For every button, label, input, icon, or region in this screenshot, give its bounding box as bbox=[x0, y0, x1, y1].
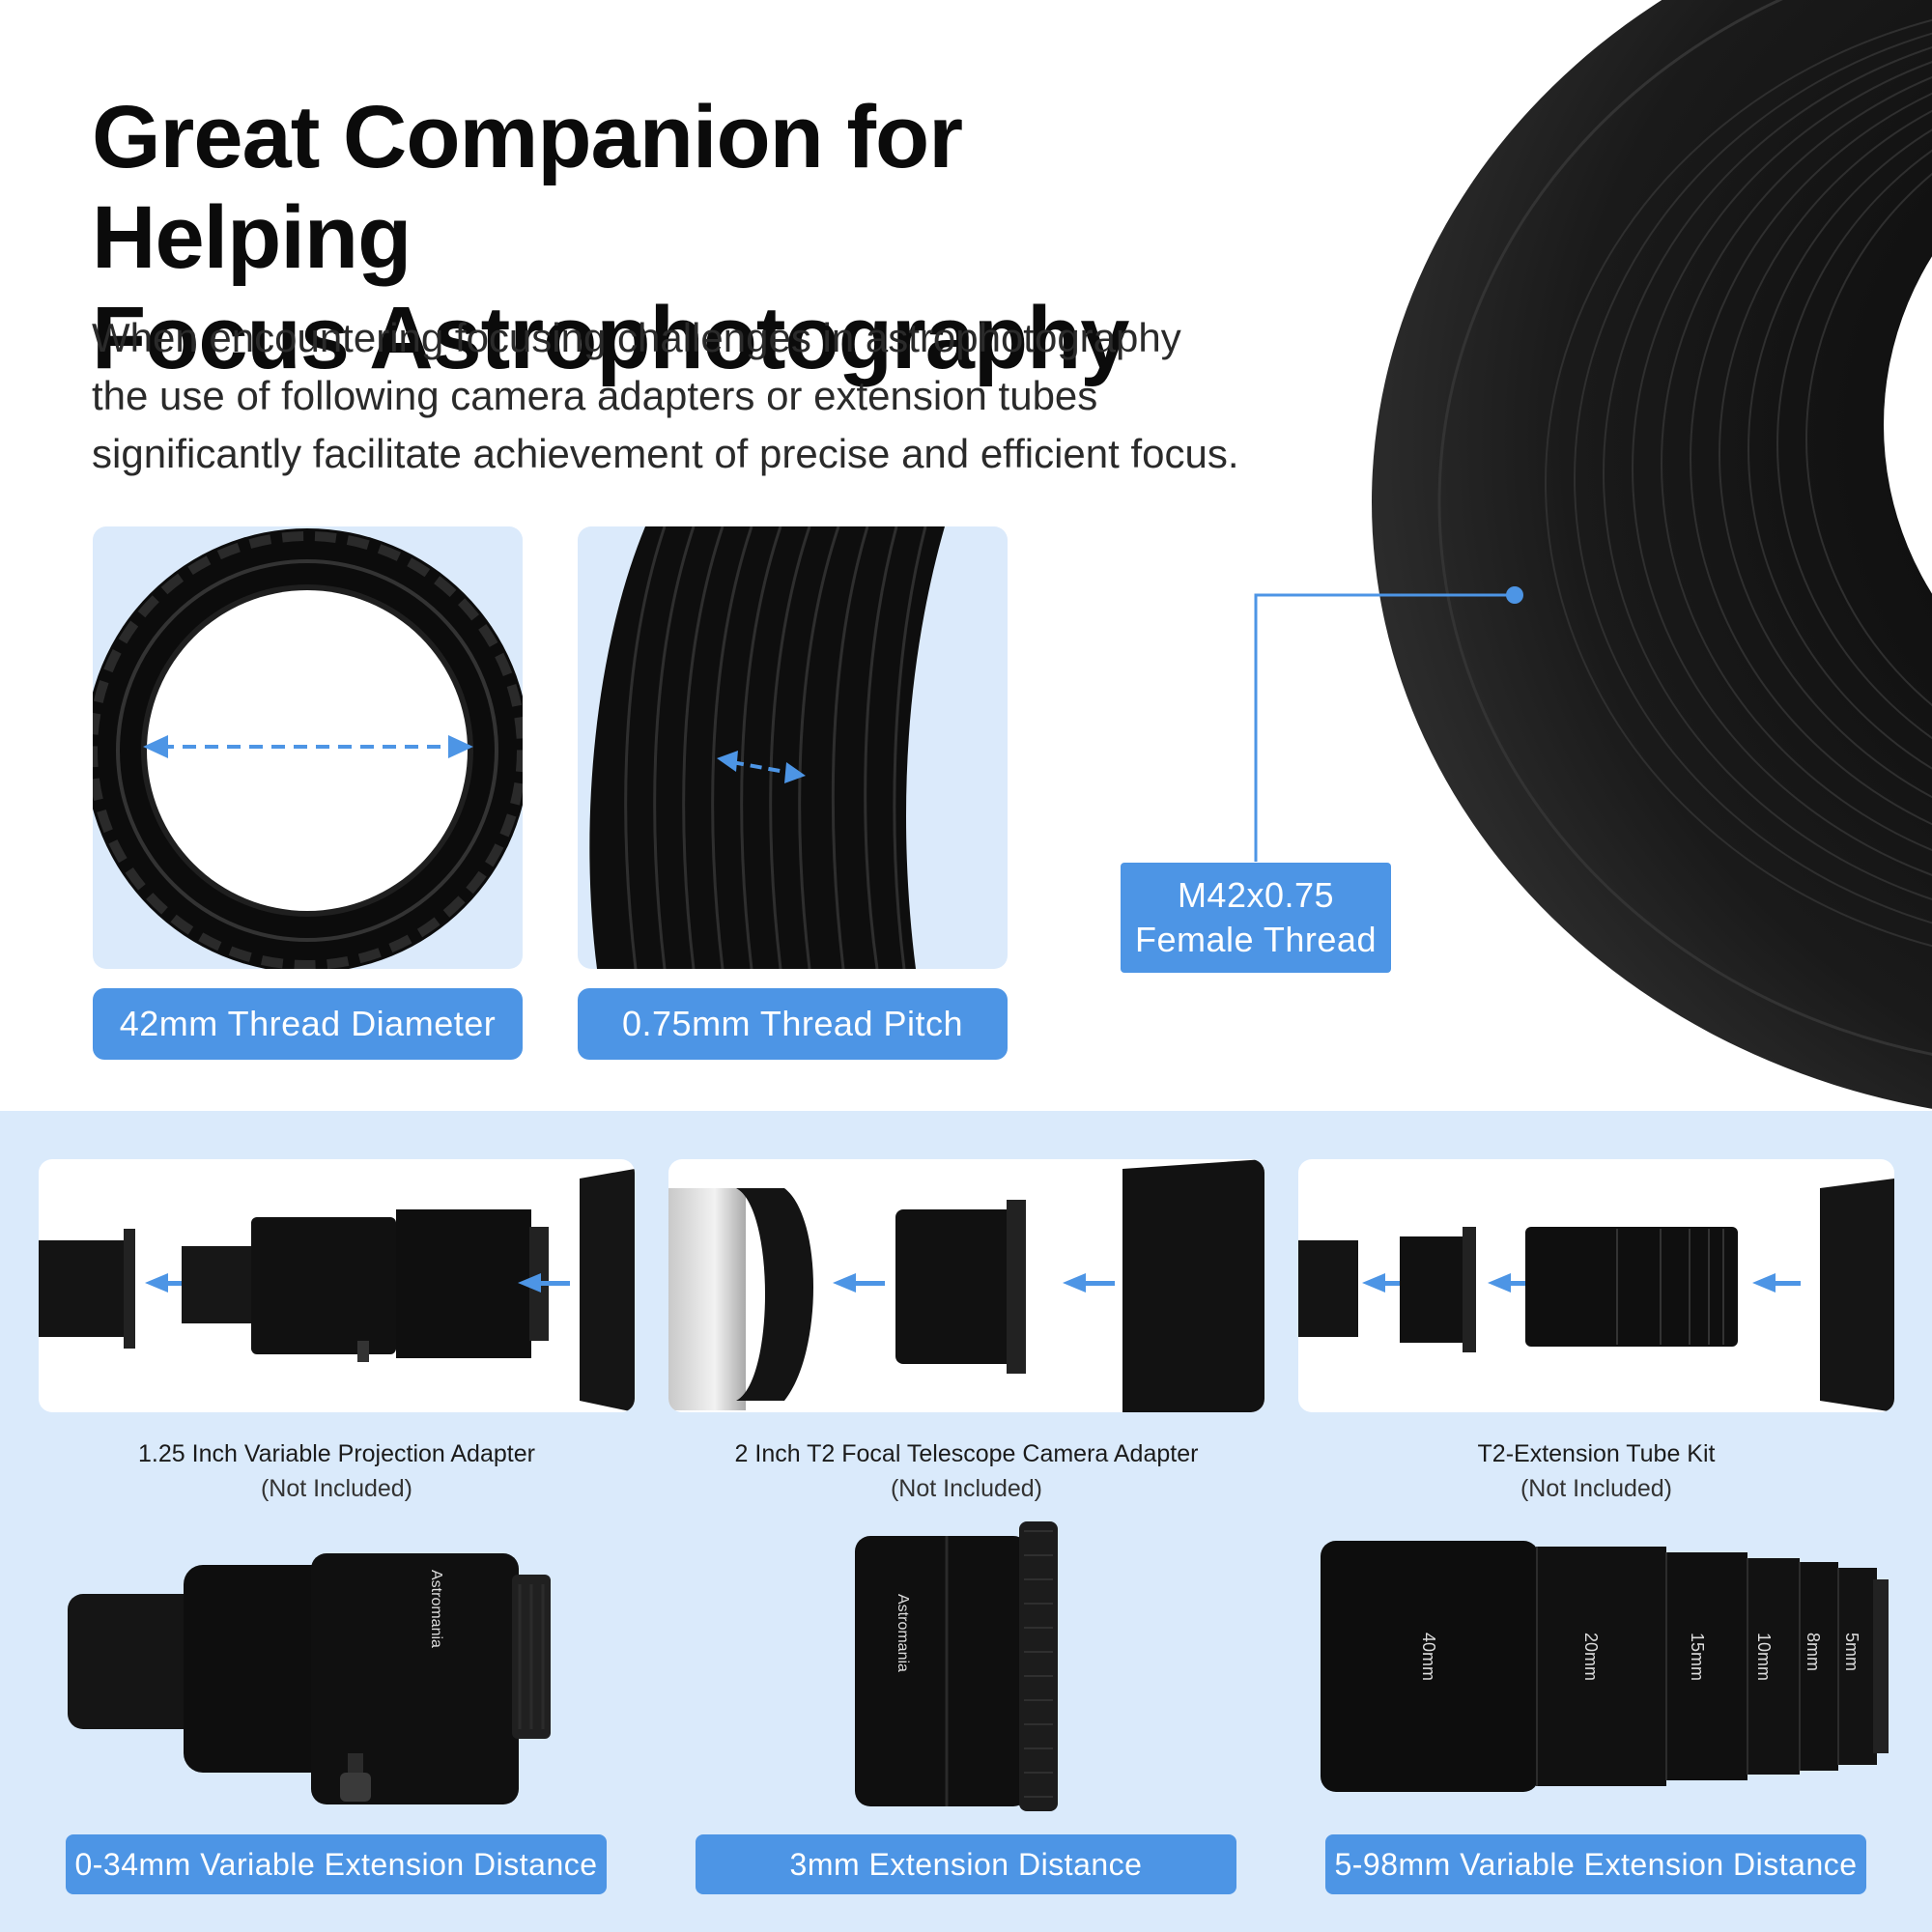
dashed-double-arrow-icon bbox=[143, 735, 473, 758]
focal-adapter-caption: 2 Inch T2 Focal Telescope Camera Adapter… bbox=[668, 1436, 1264, 1506]
tube-label-8: 8mm bbox=[1804, 1633, 1823, 1671]
focal-adapter-image: Astromania bbox=[855, 1521, 1058, 1811]
ring-front-image bbox=[93, 528, 523, 969]
large-ring-image bbox=[1372, 0, 1932, 1109]
projection-adapter-name: 1.25 Inch Variable Projection Adapter bbox=[138, 1440, 535, 1467]
left-arrow-icon bbox=[1752, 1273, 1776, 1293]
extension-tube-name: T2-Extension Tube Kit bbox=[1477, 1440, 1716, 1467]
intro-line-2: the use of following camera adapters or … bbox=[92, 373, 1098, 418]
tube-label-20: 20mm bbox=[1581, 1633, 1601, 1681]
extension-tube-caption: T2-Extension Tube Kit (Not Included) bbox=[1298, 1436, 1894, 1506]
extension-tube-distance: 5-98mm Variable Extension Distance bbox=[1325, 1834, 1866, 1894]
extension-tube-image: 40mm 20mm 15mm 10mm 8mm 5mm bbox=[1321, 1541, 1889, 1792]
projection-adapter-card bbox=[39, 1159, 635, 1412]
diameter-panel bbox=[93, 526, 523, 969]
left-arrow-icon bbox=[1362, 1273, 1385, 1293]
extension-tube-setup-image bbox=[1298, 1179, 1894, 1412]
projection-adapter-distance: 0-34mm Variable Extension Distance bbox=[66, 1834, 607, 1894]
tube-label-5: 5mm bbox=[1842, 1633, 1861, 1671]
left-arrow-icon bbox=[833, 1273, 856, 1293]
projection-adapter-image: Astromania bbox=[68, 1553, 551, 1804]
left-arrow-icon bbox=[1488, 1273, 1511, 1293]
projection-adapter-caption: 1.25 Inch Variable Projection Adapter (N… bbox=[39, 1436, 635, 1506]
tube-label-40: 40mm bbox=[1419, 1633, 1438, 1681]
pitch-arrow-icon bbox=[717, 751, 806, 783]
tube-label-10: 10mm bbox=[1754, 1633, 1774, 1681]
projection-adapter-brand: Astromania bbox=[428, 1570, 444, 1648]
extension-tube-note: (Not Included) bbox=[1520, 1475, 1673, 1502]
thread-closeup-image bbox=[589, 526, 945, 969]
focal-adapter-card bbox=[668, 1159, 1264, 1412]
headline-line-2: Focus Astrophotography bbox=[92, 289, 1129, 387]
tube-label-15: 15mm bbox=[1688, 1633, 1707, 1681]
projection-adapter-note: (Not Included) bbox=[260, 1475, 413, 1502]
intro-line-1: When encountering focusing challenges in… bbox=[92, 315, 1181, 360]
left-arrow-icon bbox=[145, 1273, 168, 1293]
pitch-label: 0.75mm Thread Pitch bbox=[578, 988, 1008, 1060]
left-arrow-icon bbox=[518, 1273, 541, 1293]
thread-callout-line bbox=[1254, 586, 1523, 862]
diameter-label: 42mm Thread Diameter bbox=[93, 988, 523, 1060]
headline: Great Companion for Helping Focus Astrop… bbox=[92, 87, 1203, 388]
focal-adapter-note: (Not Included) bbox=[890, 1475, 1043, 1502]
headline-line-1: Great Companion for Helping bbox=[92, 88, 963, 287]
thread-spec: M42x0.75 bbox=[1177, 875, 1335, 915]
intro-text: When encountering focusing challenges in… bbox=[92, 309, 1280, 483]
intro-line-3: significantly facilitate achievement of … bbox=[92, 431, 1239, 476]
focal-adapter-setup-image bbox=[668, 1159, 1264, 1412]
extension-tube-card bbox=[1298, 1159, 1894, 1412]
focal-adapter-brand: Astromania bbox=[895, 1594, 911, 1672]
pitch-panel bbox=[578, 526, 1008, 969]
callout-dot-icon bbox=[1506, 586, 1523, 604]
projection-adapter-setup-image bbox=[39, 1169, 635, 1412]
focal-adapter-distance: 3mm Extension Distance bbox=[696, 1834, 1236, 1894]
focal-adapter-name: 2 Inch T2 Focal Telescope Camera Adapter bbox=[734, 1440, 1199, 1467]
female-thread-label: M42x0.75 Female Thread bbox=[1121, 863, 1391, 973]
thread-type: Female Thread bbox=[1135, 920, 1377, 959]
left-arrow-icon bbox=[1063, 1273, 1086, 1293]
